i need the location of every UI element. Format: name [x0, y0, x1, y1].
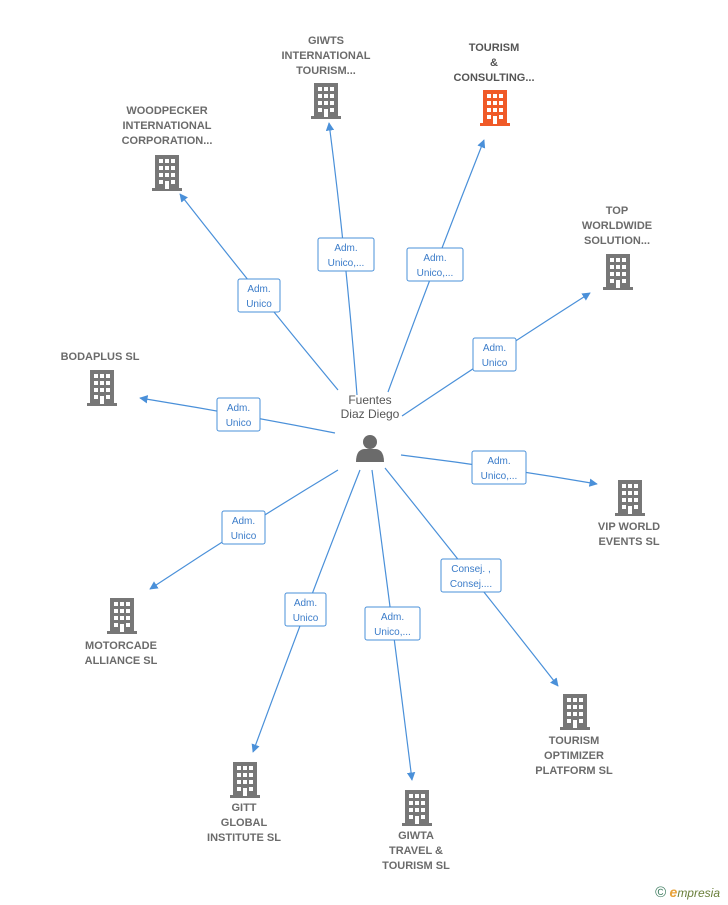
- company-name-line: TOP: [606, 205, 628, 217]
- role-label: Adm.: [483, 343, 506, 354]
- person-node[interactable]: Fuentes Diaz Diego: [341, 393, 400, 462]
- building-icon: [480, 90, 510, 126]
- building-icon: [230, 762, 260, 798]
- building-icon: [87, 370, 117, 406]
- person-name-line1: Fuentes: [348, 393, 391, 407]
- company-name-line: GIWTA: [398, 830, 434, 842]
- role-box-giwts[interactable]: Adm. Unico,...: [317, 237, 375, 272]
- role-label: Adm.: [381, 612, 404, 623]
- role-label: Unico: [482, 358, 508, 369]
- company-name-line: WORLDWIDE: [582, 220, 652, 232]
- role-box-bodaplus[interactable]: Adm. Unico: [216, 397, 261, 432]
- role-label: Unico: [231, 531, 257, 542]
- role-box-tourism-consulting[interactable]: Adm. Unico,...: [406, 247, 464, 282]
- role-box-top-worldwide[interactable]: Adm. Unico: [472, 337, 517, 372]
- company-name-line: INTERNATIONAL: [122, 120, 211, 132]
- role-box-gitt[interactable]: Adm. Unico: [284, 592, 327, 627]
- building-icon: [152, 155, 182, 191]
- role-label: Consej. ,: [451, 564, 490, 575]
- company-node-woodpecker[interactable]: WOODPECKER INTERNATIONAL CORPORATION...: [122, 105, 213, 191]
- role-label: Unico: [226, 418, 252, 429]
- company-node-giwts[interactable]: GIWTS INTERNATIONAL TOURISM...: [281, 35, 371, 119]
- company-name-line: TOURISM SL: [382, 860, 450, 872]
- building-icon: [311, 83, 341, 119]
- role-label: Consej....: [450, 579, 492, 590]
- building-icon: [402, 790, 432, 826]
- role-box-tourism-optimizer[interactable]: Consej. , Consej....: [440, 558, 502, 593]
- role-label: Adm.: [227, 403, 250, 414]
- role-label: Adm.: [487, 456, 510, 467]
- role-label: Adm.: [423, 253, 446, 264]
- company-name-line: TRAVEL &: [389, 845, 443, 857]
- company-node-giwta[interactable]: GIWTA TRAVEL & TOURISM SL: [382, 790, 450, 872]
- company-name-line: INTERNATIONAL: [281, 50, 370, 62]
- role-label: Unico,...: [374, 627, 411, 638]
- company-node-gitt[interactable]: GITT GLOBAL INSTITUTE SL: [207, 762, 281, 844]
- role-label: Unico,...: [481, 471, 518, 482]
- role-box-motorcade[interactable]: Adm. Unico: [221, 510, 266, 545]
- person-name-line2: Diaz Diego: [341, 407, 400, 421]
- company-name-line: VIP WORLD: [598, 521, 660, 533]
- role-label: Unico,...: [328, 258, 365, 269]
- brand-name: mpresia: [677, 886, 720, 900]
- building-icon: [603, 254, 633, 290]
- building-icon: [560, 694, 590, 730]
- company-node-motorcade[interactable]: MOTORCADE ALLIANCE SL: [85, 598, 158, 667]
- role-box-vip-world[interactable]: Adm. Unico,...: [471, 450, 527, 485]
- company-name-line: GITT: [231, 802, 256, 814]
- company-node-top-worldwide[interactable]: TOP WORLDWIDE SOLUTION...: [582, 205, 652, 290]
- building-icon: [615, 480, 645, 516]
- company-name-line: TOURISM: [469, 42, 520, 54]
- role-label: Unico,...: [417, 268, 454, 279]
- role-box-woodpecker[interactable]: Adm. Unico: [237, 278, 281, 313]
- role-label: Adm.: [247, 284, 270, 295]
- company-name-line: PLATFORM SL: [535, 765, 613, 777]
- company-name-line: MOTORCADE: [85, 640, 157, 652]
- company-name-line: EVENTS SL: [598, 536, 659, 548]
- role-label: Adm.: [232, 516, 255, 527]
- company-node-bodaplus[interactable]: BODAPLUS SL: [61, 351, 140, 406]
- company-name-line: &: [490, 57, 498, 69]
- role-label: Unico: [246, 299, 272, 310]
- company-name-line: TOURISM: [549, 735, 600, 747]
- company-name-line: GIWTS: [308, 35, 344, 47]
- company-node-tourism-consulting[interactable]: TOURISM & CONSULTING...: [453, 42, 535, 126]
- company-name-line: SOLUTION...: [584, 235, 650, 247]
- role-label: Adm.: [334, 243, 357, 254]
- company-name-line: OPTIMIZER: [544, 750, 604, 762]
- company-name-line: GLOBAL: [221, 817, 268, 829]
- brand-initial: e: [669, 884, 678, 900]
- person-icon: [356, 435, 384, 462]
- company-name-line: TOURISM...: [296, 65, 356, 77]
- company-name-line: WOODPECKER: [126, 105, 207, 117]
- company-node-vip-world[interactable]: VIP WORLD EVENTS SL: [598, 480, 660, 548]
- company-name-line: ALLIANCE SL: [85, 655, 158, 667]
- company-name-line: CORPORATION...: [122, 135, 213, 147]
- brand-footer: © empresia: [655, 884, 720, 901]
- company-name-line: INSTITUTE SL: [207, 832, 281, 844]
- company-name-line: CONSULTING...: [453, 72, 534, 84]
- company-node-tourism-optimizer[interactable]: TOURISM OPTIMIZER PLATFORM SL: [535, 694, 613, 777]
- building-icon: [107, 598, 137, 634]
- role-label: Adm.: [294, 598, 317, 609]
- company-name-line: BODAPLUS SL: [61, 351, 140, 363]
- role-label: Unico: [293, 613, 319, 624]
- copyright-icon: ©: [655, 884, 667, 901]
- role-box-giwta[interactable]: Adm. Unico,...: [364, 606, 421, 641]
